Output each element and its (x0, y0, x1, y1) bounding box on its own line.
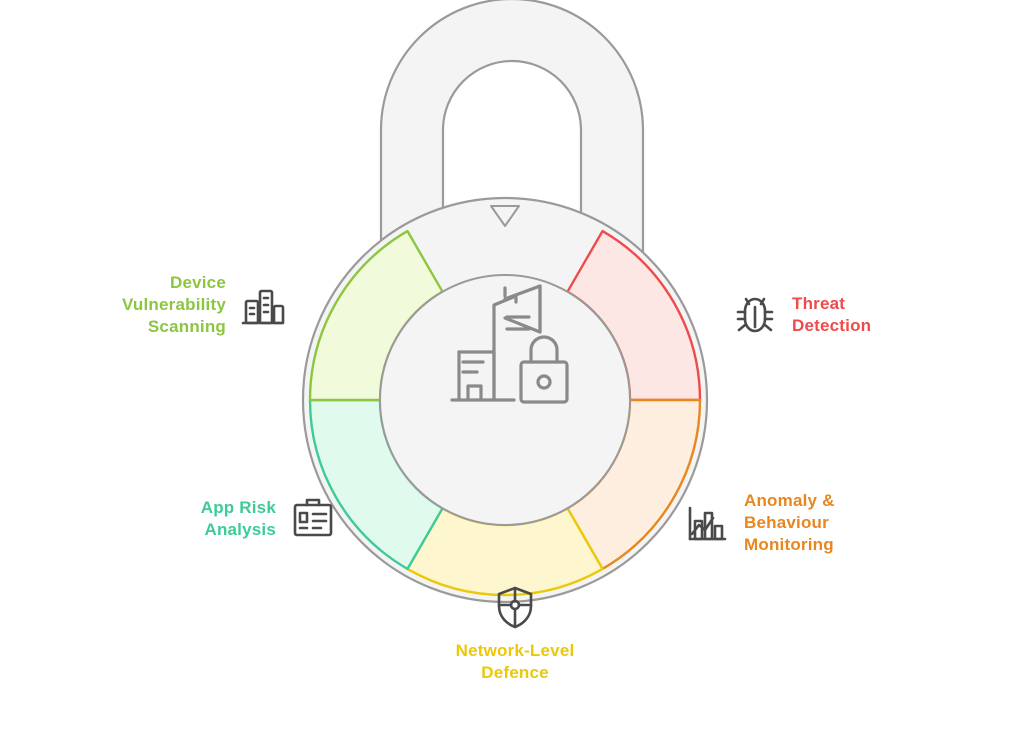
item-label-app-risk-analysis: App Risk Analysis (200, 498, 276, 539)
item-label-network-level-defence: Network-Level Defence (455, 641, 575, 682)
bug-threat-icon (728, 288, 782, 342)
item-device-vulnerability-scanning[interactable]: Device Vulnerability Scanning (60, 272, 290, 337)
item-app-risk-analysis[interactable]: App Risk Analysis (140, 492, 340, 546)
network-shield-icon (488, 580, 542, 634)
item-label-device-vulnerability-scanning: Device Vulnerability Scanning (122, 273, 226, 336)
item-network-level-defence[interactable]: Network-Level Defence (400, 580, 630, 684)
item-label-threat-detection: Threat Detection (792, 294, 872, 335)
enterprise-buildings-lock-icon (450, 284, 569, 404)
anomaly-chart-icon (680, 496, 734, 550)
item-label-anomaly-behaviour-monitoring: Anomaly & Behaviour Monitoring (744, 491, 835, 554)
triangle-down-marker-icon (490, 205, 520, 227)
item-threat-detection[interactable]: Threat Detection (728, 288, 968, 342)
item-anomaly-behaviour-monitoring[interactable]: Anomaly & Behaviour Monitoring (680, 490, 950, 555)
app-risk-icon (286, 492, 340, 546)
donut-segment-blank (407, 204, 603, 292)
padlock-shackle (379, 0, 645, 332)
device-scan-icon (236, 278, 290, 332)
